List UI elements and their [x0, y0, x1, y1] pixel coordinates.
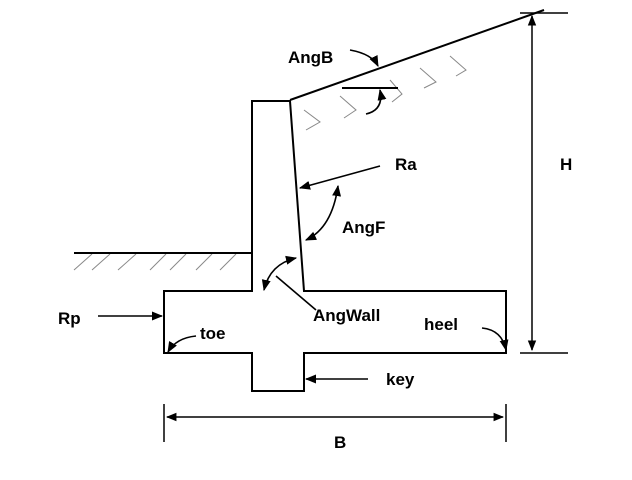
label-b: B	[334, 433, 346, 452]
label-h: H	[560, 155, 572, 174]
label-key: key	[386, 370, 415, 389]
label-angf: AngF	[342, 218, 385, 237]
slope-angle-arc	[365, 88, 387, 115]
heel-arrow	[481, 327, 509, 352]
label-heel: heel	[424, 315, 458, 334]
angf-arc	[304, 184, 342, 241]
toe-arrow	[167, 335, 197, 353]
wall-outline	[163, 100, 507, 392]
angb-arrow	[349, 49, 379, 68]
label-rp: Rp	[58, 309, 81, 328]
toe-soil-hatch	[73, 253, 237, 271]
label-angb: AngB	[288, 48, 333, 67]
angwall-leader	[275, 275, 317, 311]
ra-arrow	[298, 165, 381, 190]
angwall-arc	[261, 255, 298, 292]
label-toe: toe	[200, 324, 226, 343]
backfill-soil-hatch	[303, 55, 467, 131]
backfill-slope-line	[289, 9, 545, 101]
label-ra: Ra	[395, 155, 417, 174]
label-angwall: AngWall	[313, 306, 380, 325]
